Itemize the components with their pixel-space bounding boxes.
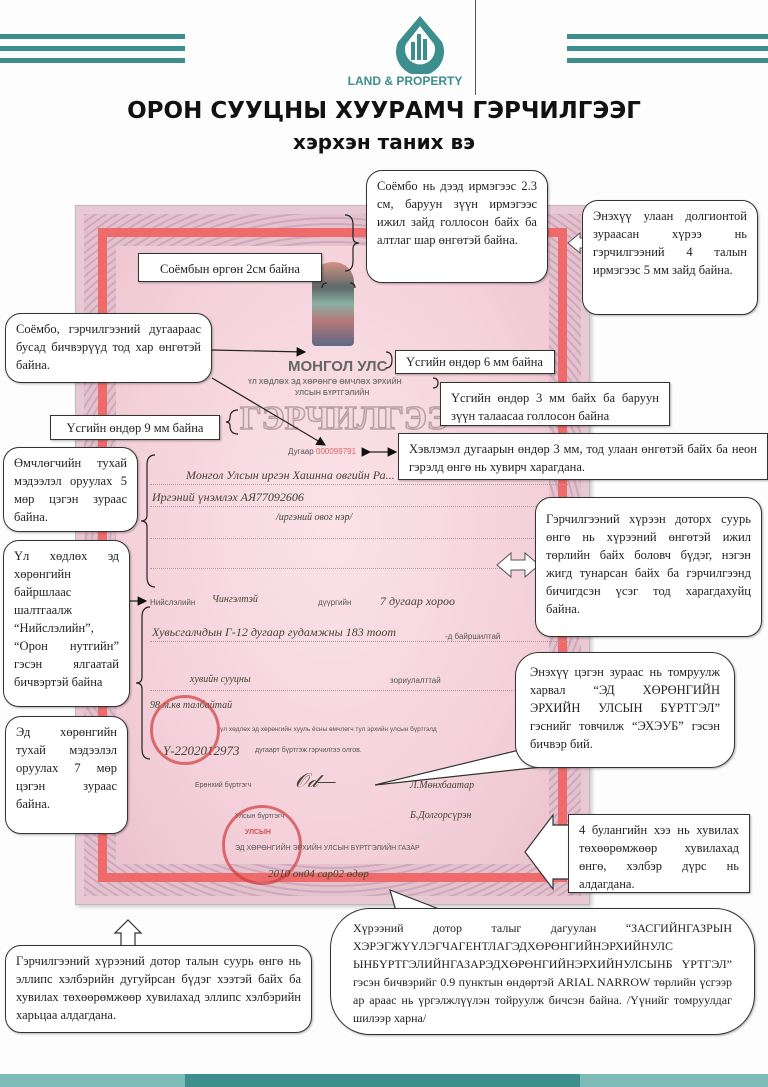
cert-line2: УЛСЫН БҮРТГЭЛИЙН <box>295 390 370 397</box>
decor-line <box>0 46 185 51</box>
seal-text: УЛСЫН <box>245 829 271 836</box>
cert-country: МОНГОЛ УЛС <box>288 358 388 375</box>
callout-property-lines: Эд хөрөнгийн тухай мэдээлэл оруулах 7 мө… <box>5 716 128 834</box>
footer-bar-center <box>185 1074 580 1087</box>
decor-line <box>0 58 185 63</box>
page-title: ОРОН СУУЦНЫ ХУУРАМЧ ГЭРЧИЛГЭЭГ <box>127 98 641 124</box>
callout-letter-9mm: Үсгийн өндөр 9 мм байна <box>50 415 220 440</box>
cert-owner-caption: /иргэний овог нэр/ <box>276 512 353 523</box>
cert-duureg-label: дүүргийн <box>318 598 352 607</box>
callout-letter-3mm: Үсгийн өндөр 3 мм байх ба баруун зүүн та… <box>440 382 670 426</box>
cert-reg-suffix: дугаарт бүртгэж гэрчилгээ олгов. <box>255 747 362 754</box>
cert-number: 000099791 <box>316 447 357 456</box>
cert-capital-label: Нийслэлийн <box>150 598 196 607</box>
decor-line <box>567 46 768 51</box>
callout-wave-frame: Энэхүү улаан долгионтой зураасан хүрээ н… <box>582 200 758 315</box>
cert-registrar2-name: Б.Долгорсүрэн <box>410 810 472 821</box>
cert-date: 2010 он04 сар02 өдөр <box>268 868 369 880</box>
callout-dotted-line: Энэхүү цэгэн зураас нь томруулж харвал “… <box>515 652 735 768</box>
cert-ownership-text: үл хөдлөх эд хөрөнгийн хууль ёсны өмчлөг… <box>220 726 437 733</box>
callout-letter-6mm: Үсгийн өндөр 6 мм байна <box>395 350 555 374</box>
cert-agency: ЭД ХӨРӨНГИЙН ЭРХИЙН УЛСЫН БҮРТГЭЛИЙН ГАЗ… <box>235 845 420 852</box>
signature-1: 𝒪𝒹— <box>295 770 336 792</box>
cert-registrar1-name: Л.Мөнхбаатар <box>410 780 475 791</box>
page-subtitle: хэрхэн таних вэ <box>293 130 475 154</box>
house-logo-icon <box>396 16 444 74</box>
callout-printed-number: Хэвлэмэл дугаарын өндөр 3 мм, тод улаан … <box>398 433 768 480</box>
callout-microtext: Хүрээний дотор талыг дагуулан “ЗАСГИЙНГА… <box>330 908 755 1035</box>
cert-registrar1-label: Ерөнхий бүртгэгч <box>195 782 252 789</box>
cert-location-suffix: -д байршилтай <box>445 632 501 641</box>
cert-number-label: Дугаар <box>288 447 314 456</box>
callout-location-text: Үл хөдлөх эд хөрөнгийн байршлаас шалтгаа… <box>3 540 130 707</box>
callout-background-color: Гэрчилгээний хүрээн доторх суурь өнгө нь… <box>535 497 762 637</box>
brand-name: LAND & PROPERTY <box>347 74 463 88</box>
cert-owner: Монгол Улсын иргэн Хашнна овгийн Ра... <box>186 468 395 482</box>
round-seal <box>222 805 302 885</box>
callout-soyombo-position: Соёмбо нь дээд ирмэгээс 2.3 см, баруун з… <box>366 170 548 283</box>
stamp <box>150 695 220 765</box>
cert-purpose: хувийн сууцны <box>190 674 251 685</box>
callout-owner-lines: Өмчлөгчийн тухай мэдээлэл оруулах 5 мөр … <box>3 447 138 532</box>
decor-line <box>0 34 185 39</box>
decor-line <box>567 58 768 63</box>
cert-khoroo: 7 дугаар хороо <box>380 594 455 608</box>
cert-purpose-suffix: зориулалттай <box>390 676 441 685</box>
callout-soyombo-width: Соёмбын өргөн 2см байна <box>138 253 322 282</box>
callout-ellipse-pattern: Гэрчилгээний хүрээний дотор талын суурь … <box>5 945 312 1033</box>
divider <box>475 0 476 95</box>
cert-address: Хувьсгалчдын Г-12 дугаар гудамжны 183 то… <box>152 625 397 639</box>
cert-district: Чингэлтэй <box>212 594 258 605</box>
callout-corner-pattern: 4 булангийн хээ нь хувилах төхөөрөмжөөр … <box>568 814 750 893</box>
cert-register: Иргэний үнэмлэх АЯ77092606 <box>152 490 304 504</box>
decor-line <box>567 34 768 39</box>
cert-line1: ҮЛ ХӨДЛӨХ ЭД ХӨРӨНГӨ ӨМЧЛӨХ ЭРХИЙН <box>248 379 402 386</box>
callout-black-text: Соёмбо, гэрчилгээний дугаараас бусад бич… <box>5 313 212 383</box>
